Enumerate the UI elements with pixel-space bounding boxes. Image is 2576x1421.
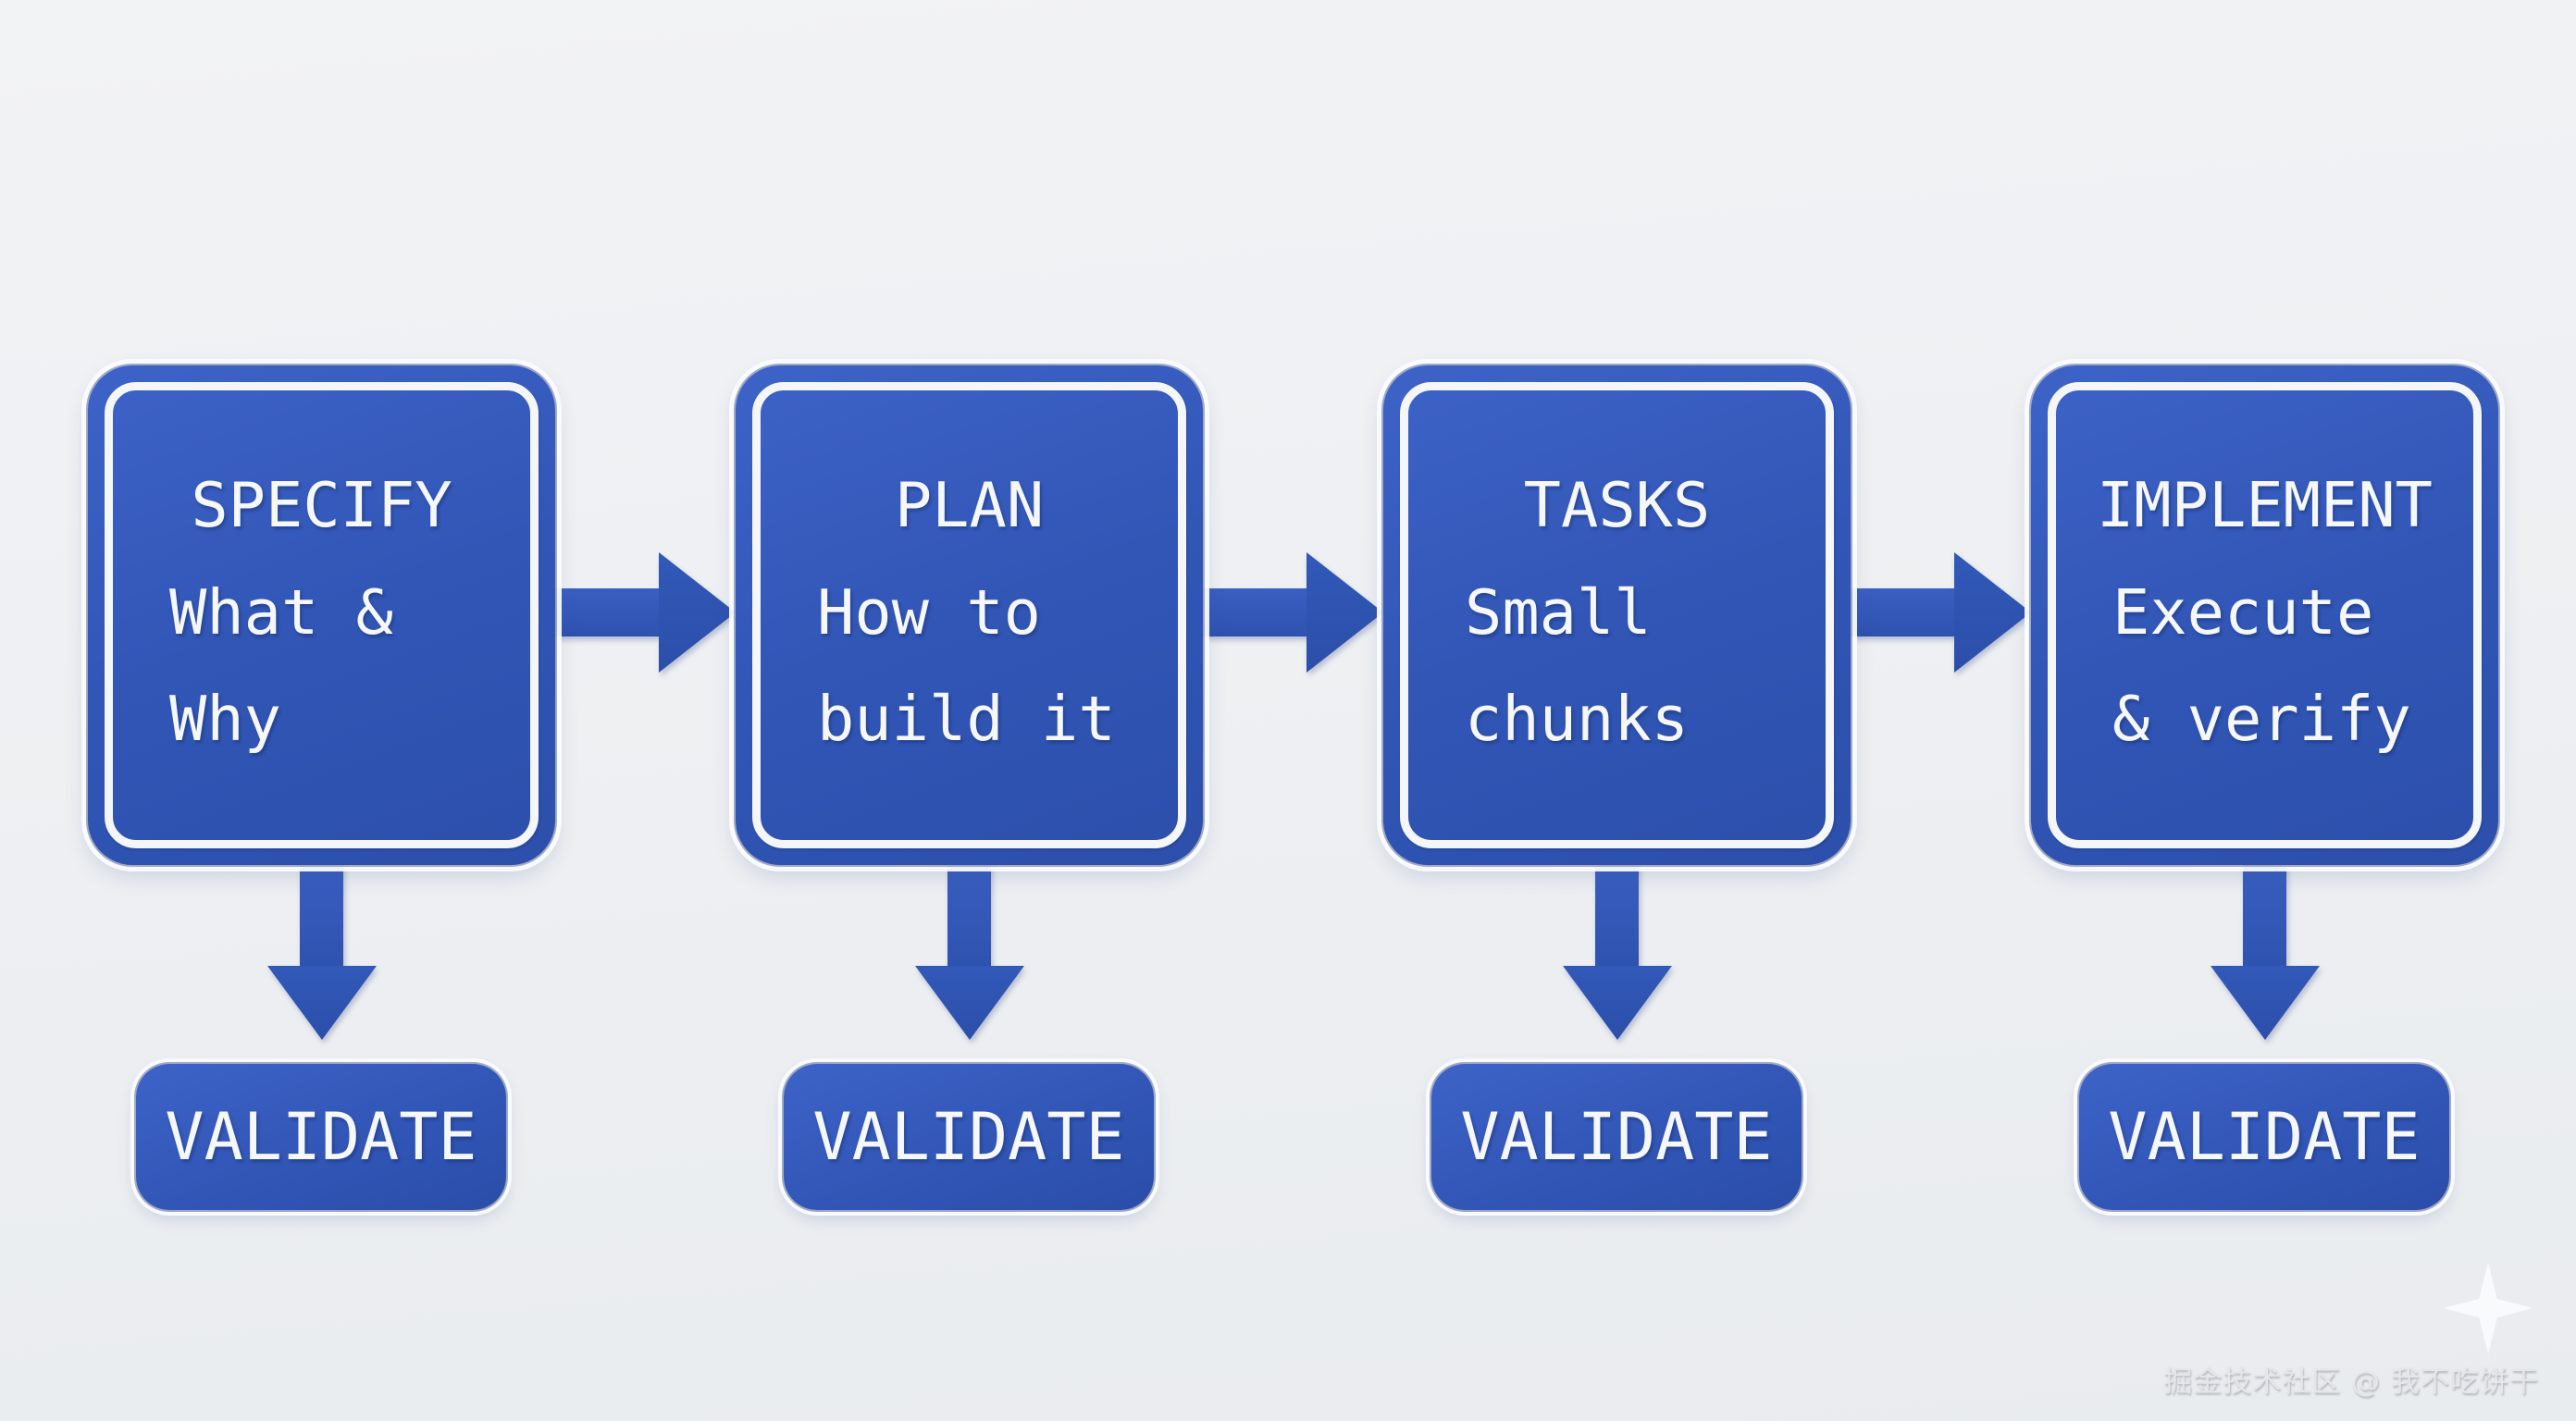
stage-specify: SPECIFY What & Why VALIDATE (88, 0, 555, 1421)
down-arrow-icon (736, 859, 1203, 1042)
right-arrow-icon (1851, 552, 2031, 673)
stage-subtitle-line: chunks (1465, 683, 1690, 755)
sign-inner-border (1400, 382, 1834, 848)
right-arrow-stem (1203, 588, 1307, 636)
right-arrow-icon (1203, 552, 1383, 673)
sign-text: SPECIFY What & Why (88, 365, 555, 865)
right-arrow-stem (1851, 588, 1955, 636)
down-arrow-icon (2031, 859, 2498, 1042)
stage-subtitle-line: Small (1465, 576, 1652, 649)
sign-box-tasks: TASKS Small chunks (1383, 365, 1851, 865)
sign-inner-border (105, 382, 539, 848)
stage-subtitle-line: Why (169, 683, 282, 755)
validate-badge: VALIDATE (2079, 1064, 2449, 1210)
down-arrow-head (915, 966, 1024, 1040)
stage-subtitle: How to build it (736, 560, 1203, 772)
down-arrow-head (2211, 966, 2320, 1040)
watermark: 掘金技术社区 @ 我不吃饼干 (2163, 1365, 2539, 1399)
stage-subtitle-line: What & (169, 576, 394, 649)
down-arrow-icon (88, 859, 555, 1042)
validate-badge: VALIDATE (784, 1064, 1154, 1210)
stage-tasks: TASKS Small chunks VALIDATE (1383, 0, 1851, 1421)
sign-text: PLAN How to build it (736, 365, 1203, 865)
sign-text: IMPLEMENT Execute & verify (2031, 365, 2498, 865)
stage-title: TASKS (1523, 469, 1711, 541)
down-arrow-head (1563, 966, 1672, 1040)
right-arrow-icon (555, 552, 736, 673)
stage-implement: IMPLEMENT Execute & verify VALIDATE (2031, 0, 2498, 1421)
down-arrow-stem (2243, 859, 2286, 968)
stage-title: IMPLEMENT (2096, 469, 2434, 541)
down-arrow-stem (947, 859, 991, 968)
validate-badge: VALIDATE (1431, 1064, 1802, 1210)
sign-box-plan: PLAN How to build it (736, 365, 1203, 865)
sign-box-implement: IMPLEMENT Execute & verify (2031, 365, 2498, 865)
stage-subtitle-line: How to (817, 576, 1042, 649)
stage-plan: PLAN How to build it VALIDATE (736, 0, 1203, 1421)
stage-subtitle-line: build it (817, 683, 1116, 755)
stage-title: PLAN (894, 469, 1045, 541)
stage-title: SPECIFY (191, 469, 452, 541)
sign-box-specify: SPECIFY What & Why (88, 365, 555, 865)
right-arrow-head (659, 552, 736, 673)
sign-inner-border (752, 382, 1186, 848)
down-arrow-icon (1383, 859, 1851, 1042)
stage-subtitle-line: & verify (2112, 683, 2411, 755)
sign-text: TASKS Small chunks (1383, 365, 1851, 865)
stage-subtitle: What & Why (88, 560, 555, 772)
down-arrow-head (267, 966, 377, 1040)
validate-badge: VALIDATE (136, 1064, 506, 1210)
sign-inner-border (2048, 382, 2482, 848)
right-arrow-stem (555, 588, 660, 636)
stage-subtitle-line: Execute (2112, 576, 2374, 649)
stage-subtitle: Execute & verify (2031, 560, 2498, 772)
down-arrow-stem (1595, 859, 1639, 968)
right-arrow-head (1954, 552, 2031, 673)
right-arrow-head (1307, 552, 1383, 673)
stage-subtitle: Small chunks (1383, 560, 1851, 772)
down-arrow-stem (300, 859, 343, 968)
